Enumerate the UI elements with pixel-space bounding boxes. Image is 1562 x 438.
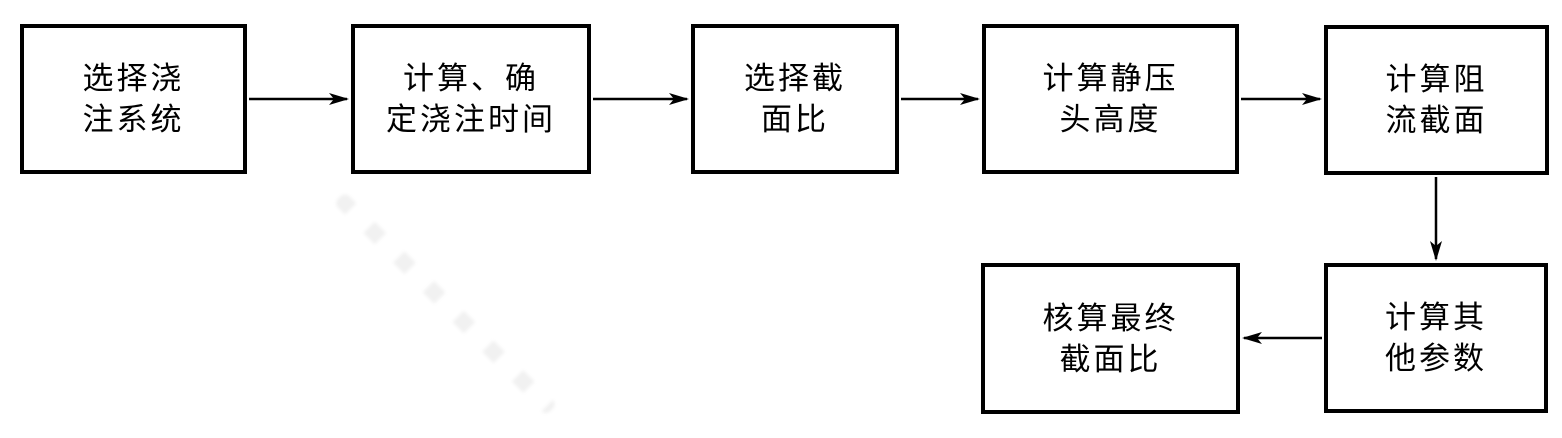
box-label-line1: 计算、确 bbox=[403, 61, 539, 96]
box-label-line2: 截面比 bbox=[1059, 341, 1162, 377]
box-label-line1: 选择截 bbox=[744, 61, 846, 96]
box-label-line2: 面比 bbox=[761, 102, 829, 137]
flow-box-verify-final-section-ratio: 核算最终 截面比 bbox=[981, 263, 1240, 414]
box-label-line2: 流截面 bbox=[1385, 103, 1488, 138]
flow-box-select-section-ratio: 选择截 面比 bbox=[691, 24, 899, 174]
watermark-artifact bbox=[333, 192, 558, 416]
flow-box-calc-choke-section: 计算阻 流截面 bbox=[1324, 25, 1549, 175]
flow-box-calc-static-head-height: 计算静压 头高度 bbox=[982, 24, 1239, 174]
box-label-line2: 他参数 bbox=[1385, 341, 1487, 376]
box-label-line1: 计算静压 bbox=[1042, 61, 1179, 96]
box-label-line1: 计算阻 bbox=[1385, 62, 1488, 97]
box-label-line2: 定浇注时间 bbox=[386, 102, 556, 137]
box-label-line1: 选择浇 bbox=[82, 61, 185, 96]
box-label-line2: 注系统 bbox=[82, 102, 185, 137]
box-label-line1: 计算其 bbox=[1385, 300, 1487, 335]
box-label-line1: 核算最终 bbox=[1042, 300, 1179, 336]
flow-box-calc-other-parameters: 计算其 他参数 bbox=[1324, 263, 1548, 413]
box-label-line2: 头高度 bbox=[1059, 102, 1162, 137]
flow-box-select-pouring-system: 选择浇 注系统 bbox=[20, 24, 247, 174]
flow-box-calc-pouring-time: 计算、确 定浇注时间 bbox=[351, 24, 591, 174]
